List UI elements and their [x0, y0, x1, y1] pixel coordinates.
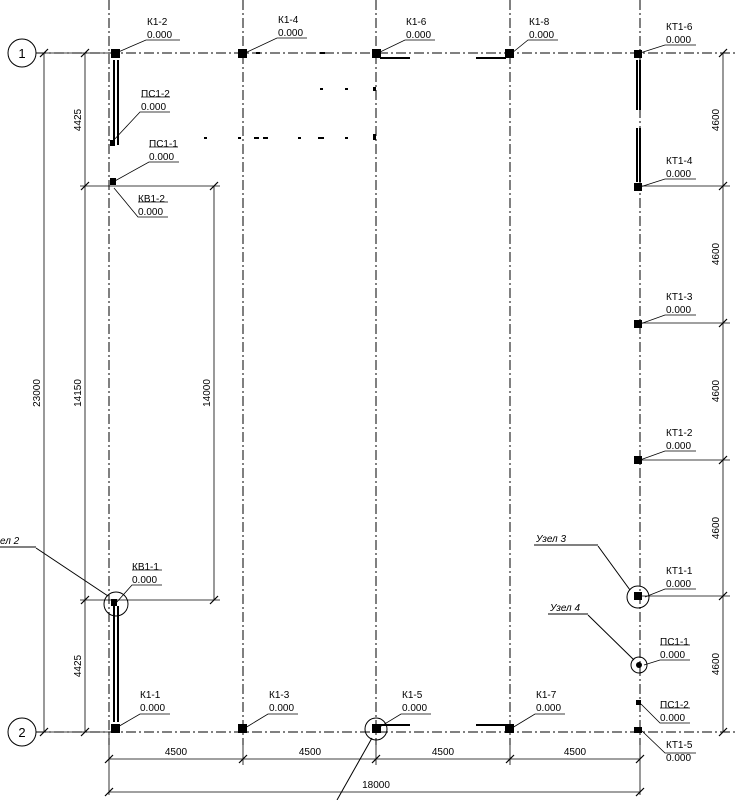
column-k1-6 — [372, 49, 381, 58]
level-kt1-1: 0.000 — [666, 579, 691, 590]
bracing — [113, 57, 641, 726]
level-underlines — [132, 96, 690, 709]
dim-right-3: 4600 — [711, 379, 722, 402]
column-k1-1 — [111, 724, 120, 733]
column-k1-4 — [238, 49, 247, 58]
node-3-label: Узел 3 — [535, 534, 566, 545]
dimension-lines — [38, 52, 730, 795]
dim-right-5: 4600 — [711, 652, 722, 675]
label-kt1-3: КТ1-3 — [666, 292, 693, 303]
column-markers — [110, 49, 642, 733]
dim-left-mid: 14150 — [73, 379, 84, 407]
axis-marker-1: 1 — [7, 38, 37, 68]
level-k1-3: 0.000 — [269, 703, 294, 714]
post-ps1-1-right — [636, 662, 642, 668]
column-kt1-5 — [634, 727, 642, 733]
label-kt1-4: КТ1-4 — [666, 156, 693, 167]
dim-left-bot: 4425 — [73, 654, 84, 677]
column-kv1-2 — [110, 178, 116, 185]
level-k1-4: 0.000 — [278, 28, 303, 39]
dimension-ticks — [39, 48, 728, 797]
column-k1-5 — [372, 724, 381, 733]
node-2-label: ел 2 — [0, 536, 20, 547]
level-kt1-2: 0.000 — [666, 441, 691, 452]
level-k1-2: 0.000 — [147, 30, 172, 41]
dim-bay-3: 4500 — [432, 747, 455, 758]
node-label-underlines — [0, 544, 598, 615]
anchor-marks — [204, 52, 376, 140]
label-k1-6: К1-6 — [406, 17, 427, 28]
level-k1-6: 0.000 — [406, 30, 431, 41]
label-k1-4: К1-4 — [278, 15, 299, 26]
label-k1-2: К1-2 — [147, 17, 168, 28]
node-callouts — [35, 545, 650, 800]
label-k1-3: К1-3 — [269, 690, 290, 701]
label-k1-5: К1-5 — [402, 690, 423, 701]
dim-bay-2: 4500 — [299, 747, 322, 758]
label-kt1-1: КТ1-1 — [666, 566, 693, 577]
label-ps1-1-right: ПС1-1 — [660, 637, 689, 648]
axis-marker-2: 2 — [7, 717, 37, 747]
grid-lines — [36, 0, 737, 745]
level-ps1-1-right: 0.000 — [660, 650, 685, 661]
axis-marker-1-label: 1 — [18, 46, 25, 61]
label-ps1-2: ПС1-2 — [141, 89, 170, 100]
dim-inner: 14000 — [202, 379, 213, 407]
column-kt1-4 — [634, 183, 642, 191]
axis-marker-2-label: 2 — [18, 725, 25, 740]
level-k1-5: 0.000 — [402, 703, 427, 714]
label-k1-7: К1-7 — [536, 690, 557, 701]
level-k1-8: 0.000 — [529, 30, 554, 41]
column-kv1-1 — [111, 599, 117, 606]
column-kt1-1 — [634, 592, 642, 600]
label-k1-8: К1-8 — [529, 17, 550, 28]
column-k1-7 — [505, 724, 514, 733]
level-kt1-6: 0.000 — [666, 35, 691, 46]
label-kv1-1: КВ1-1 — [132, 562, 159, 573]
level-ps1-1: 0.000 — [149, 152, 174, 163]
label-kv1-2: КВ1-2 — [138, 194, 165, 205]
dim-left-top: 4425 — [73, 108, 84, 131]
post-ps1-2 — [110, 140, 115, 146]
level-ps1-2: 0.000 — [141, 102, 166, 113]
level-k1-7: 0.000 — [536, 703, 561, 714]
label-kt1-5: КТ1-5 — [666, 740, 693, 751]
label-kt1-2: КТ1-2 — [666, 428, 693, 439]
dim-total-height: 23000 — [32, 379, 43, 407]
label-ps1-2-right: ПС1-2 — [660, 700, 689, 711]
column-k1-3 — [238, 724, 247, 733]
dim-right-1: 4600 — [711, 108, 722, 131]
label-k1-1: К1-1 — [140, 690, 161, 701]
level-ps1-2-right: 0.000 — [660, 713, 685, 724]
label-ps1-1: ПС1-1 — [149, 139, 178, 150]
level-kt1-4: 0.000 — [666, 169, 691, 180]
level-kt1-3: 0.000 — [666, 305, 691, 316]
dim-total-width: 18000 — [362, 780, 390, 791]
column-kt1-6 — [634, 50, 642, 58]
node-4-label: Узел 4 — [549, 603, 580, 614]
label-kt1-6: КТ1-6 — [666, 22, 693, 33]
column-kt1-3 — [634, 320, 642, 328]
column-k1-2 — [111, 49, 120, 58]
dim-right-2: 4600 — [711, 242, 722, 265]
column-labels: К1-2 0.000 К1-4 0.000 К1-6 0.000 К1-8 0.… — [132, 15, 693, 764]
dim-right-4: 4600 — [711, 516, 722, 539]
dim-bay-4: 4500 — [564, 747, 587, 758]
column-k1-8 — [505, 49, 514, 58]
dim-bay-1: 4500 — [165, 747, 188, 758]
level-k1-1: 0.000 — [140, 703, 165, 714]
level-kv1-2: 0.000 — [138, 207, 163, 218]
level-kv1-1: 0.000 — [132, 575, 157, 586]
level-kt1-5: 0.000 — [666, 753, 691, 764]
post-ps1-2-right — [636, 700, 641, 705]
column-kt1-2 — [634, 456, 642, 464]
leader-lines — [111, 37, 696, 754]
